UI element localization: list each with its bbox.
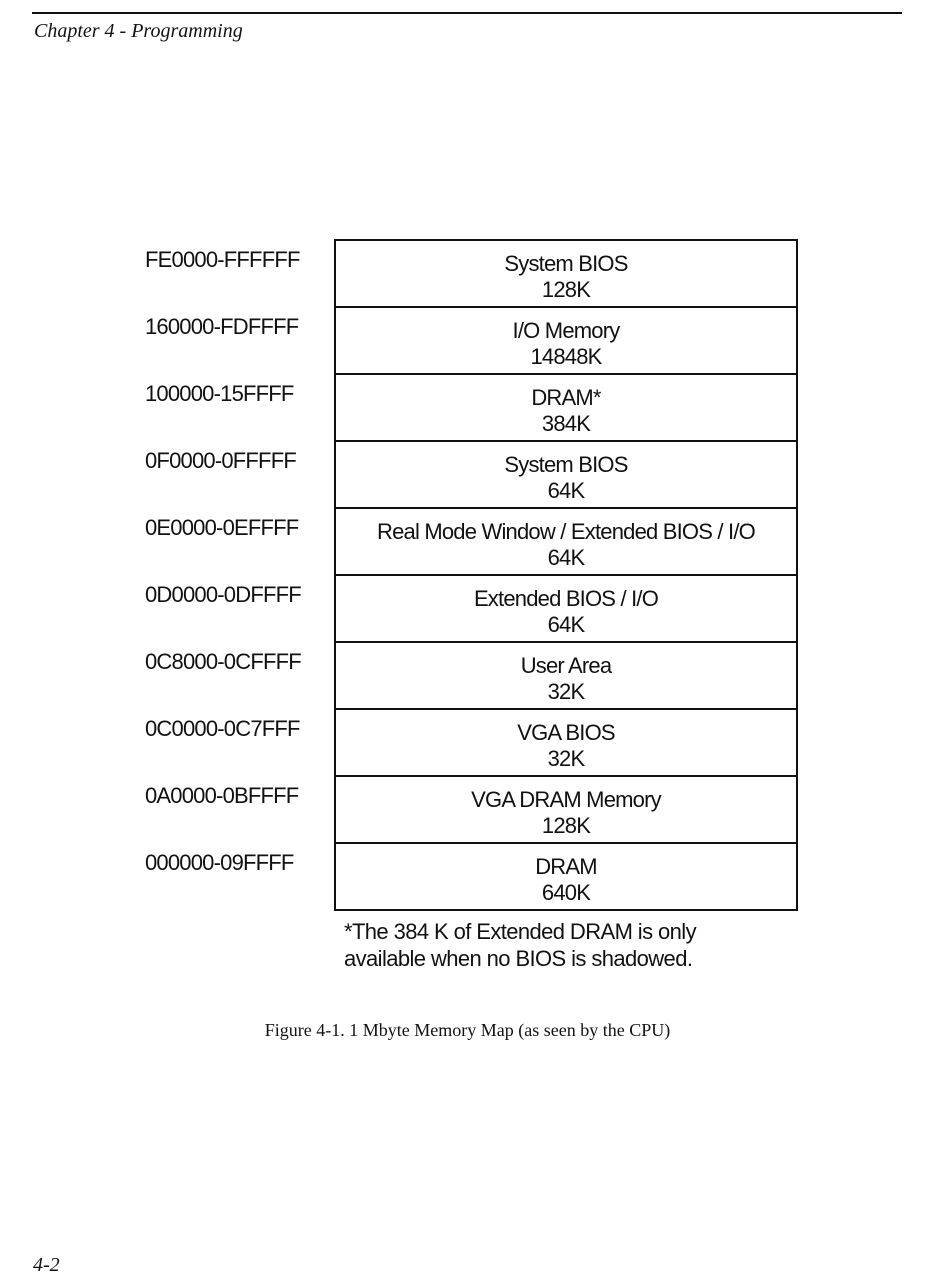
address-range-label: 0E0000-0EFFFF [145,515,299,540]
region-name: User Area [520,653,612,678]
memory-region-row: 000000-09FFFF DRAM 640K [0,842,950,911]
region-name: I/O Memory [512,318,621,343]
address-range-label: FE0000-FFFFFF [145,247,300,272]
region-size: 32K [547,746,586,771]
footnote-line: *The 384 K of Extended DRAM is only [344,919,697,944]
region-name: Real Mode Window / Extended BIOS / I/O [376,519,756,544]
region-name: DRAM* [531,385,601,410]
region-size: 128K [541,277,591,302]
memory-region-row: 0E0000-0EFFFF Real Mode Window / Extende… [0,507,950,574]
address-range-label: 0A0000-0BFFFF [145,783,299,808]
memory-region-row: 0C0000-0C7FFF VGA BIOS 32K [0,708,950,775]
memory-region-cell: VGA BIOS 32K [334,708,798,775]
memory-region-cell: Extended BIOS / I/O 64K [334,574,798,641]
region-name: System BIOS [504,452,628,477]
region-size: 64K [547,545,586,570]
memory-region-cell: DRAM* 384K [334,373,798,440]
memory-region-cell: I/O Memory 14848K [334,306,798,373]
region-size: 64K [547,612,586,637]
address-range-label: 0F0000-0FFFFF [145,448,297,473]
page-number: 4-2 [33,1254,60,1276]
footnote-line: available when no BIOS is shadowed. [344,946,693,971]
region-size: 640K [541,880,591,905]
region-size: 128K [541,813,591,838]
region-size: 14848K [530,344,602,369]
memory-region-row: 0F0000-0FFFFF System BIOS 64K [0,440,950,507]
region-name: DRAM [535,854,597,879]
region-name: Extended BIOS / I/O [473,586,659,611]
address-range-label: 000000-09FFFF [145,850,294,875]
memory-region-row: FE0000-FFFFFF System BIOS 128K [0,239,950,306]
region-size: 64K [547,478,586,503]
memory-map-footnote: *The 384 K of Extended DRAM is only avai… [344,918,697,972]
address-range-label: 100000-15FFFF [145,381,294,406]
memory-map-figure: FE0000-FFFFFF System BIOS 128K 160000-FD… [0,239,950,911]
region-name: VGA BIOS [517,720,615,745]
memory-region-cell: VGA DRAM Memory 128K [334,775,798,842]
address-range-label: 0D0000-0DFFFF [145,582,302,607]
header-rule [32,12,902,14]
memory-region-row: 0A0000-0BFFFF VGA DRAM Memory 128K [0,775,950,842]
memory-region-cell: DRAM 640K [334,842,798,911]
memory-region-row: 0C8000-0CFFFF User Area 32K [0,641,950,708]
region-name: System BIOS [504,251,628,276]
region-name: VGA DRAM Memory [471,787,662,812]
region-size: 384K [541,411,591,436]
memory-region-row: 160000-FDFFFF I/O Memory 14848K [0,306,950,373]
memory-region-cell: System BIOS 64K [334,440,798,507]
address-range-label: 0C8000-0CFFFF [145,649,302,674]
address-range-label: 0C0000-0C7FFF [145,716,300,741]
memory-region-row: 100000-15FFFF DRAM* 384K [0,373,950,440]
memory-region-cell: Real Mode Window / Extended BIOS / I/O 6… [334,507,798,574]
memory-region-cell: System BIOS 128K [334,239,798,306]
memory-region-cell: User Area 32K [334,641,798,708]
figure-caption: Figure 4-1. 1 Mbyte Memory Map (as seen … [264,1020,671,1040]
address-range-label: 160000-FDFFFF [145,314,299,339]
region-size: 32K [547,679,586,704]
running-head: Chapter 4 - Programming [34,20,243,42]
memory-region-row: 0D0000-0DFFFF Extended BIOS / I/O 64K [0,574,950,641]
